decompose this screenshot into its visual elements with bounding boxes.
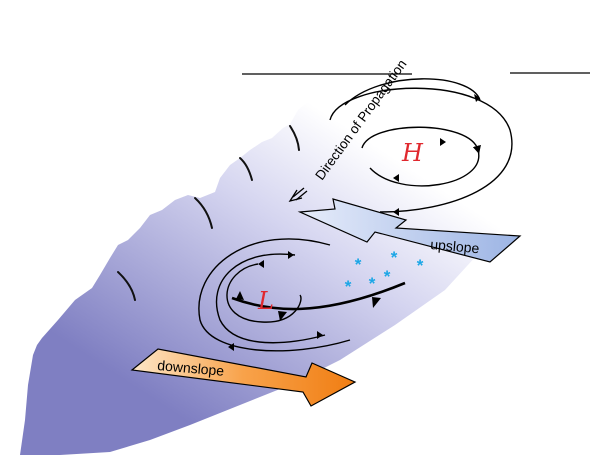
mountain-range (20, 13, 560, 455)
high-circulation-arrows (393, 94, 480, 216)
ridge-lines (117, 125, 300, 301)
svg-text:*: * (369, 274, 376, 293)
propagation-arrow-icon (288, 187, 308, 203)
upslope-arrow (297, 198, 522, 263)
low-circulation-arrows (228, 251, 323, 351)
downslope-label: downslope (157, 357, 225, 379)
low-pressure-label: L (257, 287, 274, 315)
svg-text:*: * (355, 255, 362, 274)
svg-text:*: * (417, 256, 424, 275)
high-circulation (329, 78, 513, 213)
snow-icon: * * * * * * (345, 248, 424, 296)
svg-text:*: * (384, 267, 391, 286)
front-line (231, 281, 406, 311)
horizon-lines (242, 72, 590, 75)
downslope-arrow (130, 348, 357, 407)
front-barbs (236, 291, 381, 321)
svg-text:*: * (345, 277, 352, 296)
high-pressure-label: H (401, 139, 424, 167)
low-circulation (198, 238, 351, 352)
svg-text:*: * (391, 248, 398, 267)
upslope-label: upslope (430, 236, 480, 256)
